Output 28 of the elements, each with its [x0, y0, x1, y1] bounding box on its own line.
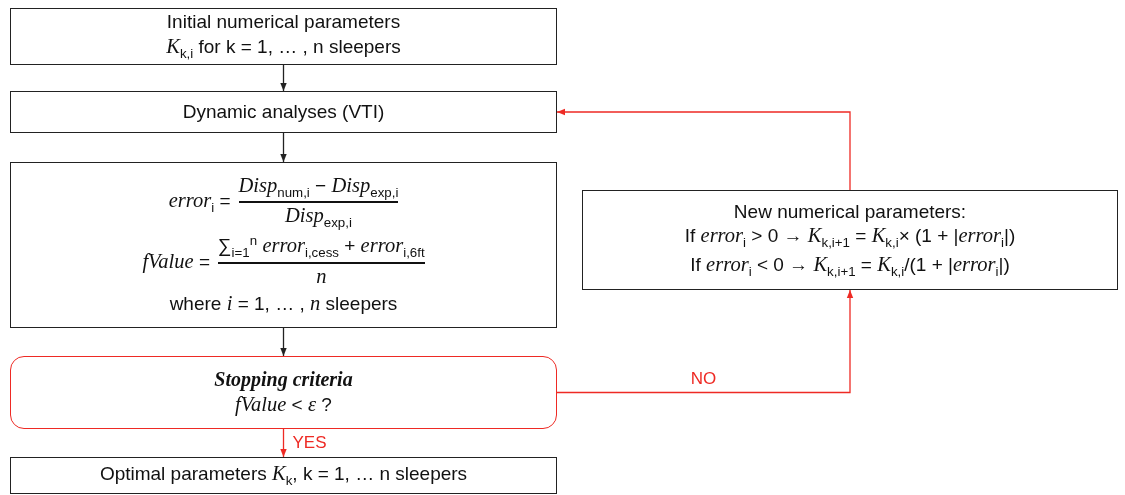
node-text: fValue < ε ? [235, 392, 332, 418]
node-heading: New numerical parameters: [733, 199, 967, 224]
node-text: Dynamic analyses (VTI) [182, 100, 385, 124]
process-box [582, 190, 1118, 290]
node-text: K$_{k,i}$ for k = 1, … , n sleepers [166, 34, 401, 63]
denominator: Disp$_{exp,i}$ [285, 203, 352, 232]
process-box [10, 8, 557, 65]
formula-text: fValue = [142, 248, 211, 275]
arrow [556, 108, 851, 191]
node-heading: Stopping criteria [214, 367, 353, 393]
node-heading: Initial numerical parameters [166, 10, 401, 35]
process-box [10, 457, 557, 494]
numerator: ∑$_{i=1}$$^{n}$ error$_{i,cess}$ + error$_{i,6ft}$ [218, 233, 425, 263]
decision-box [10, 356, 557, 429]
arrow [556, 289, 854, 394]
process-box [10, 91, 557, 133]
node-text: If error$_{i}$ < 0 → K$_{k,i+1}$ = K$_{k,i}$/(1 + |error$_{i}$|) [690, 251, 1010, 281]
node-text: where i = 1, … , n sleepers [169, 291, 398, 317]
arrow [280, 327, 287, 357]
process-box [10, 162, 557, 328]
numerator: Disp$_{num,i}$ − Disp$_{exp,i}$ [238, 173, 399, 202]
arrow [280, 428, 287, 458]
node-text: Optimal parameters K$_{k}$, k = 1, … n sleepers [99, 461, 468, 490]
node-text: If error$_{i}$ > 0 → K$_{k,i+1}$ = K$_{k,i}$× (1 + |error$_{i}$|) [684, 223, 1016, 252]
formula-text: error$_{i}$ = [168, 188, 231, 217]
denominator: n [316, 263, 327, 289]
arrow [280, 64, 287, 92]
arrow [280, 132, 287, 163]
